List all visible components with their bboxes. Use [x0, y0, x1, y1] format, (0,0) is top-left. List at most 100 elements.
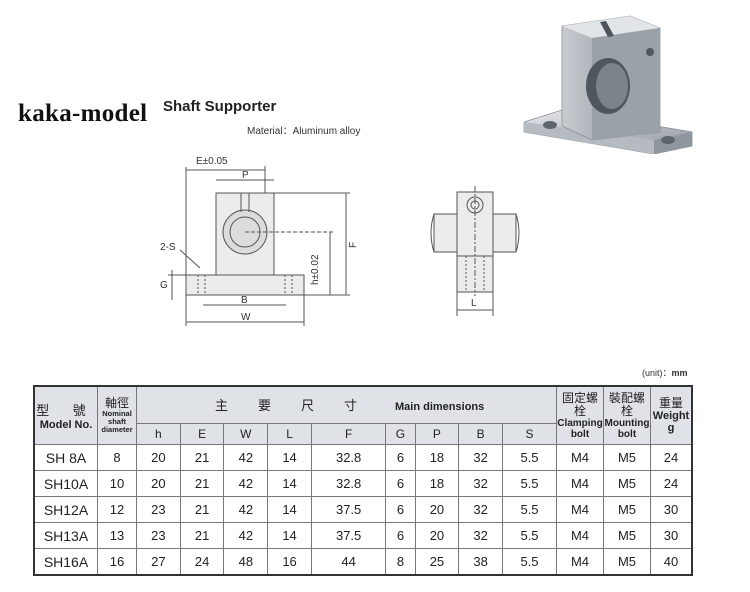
cell-clamp: M4	[556, 548, 604, 576]
cell-s: 5.5	[502, 548, 557, 576]
cell-clamp: M4	[556, 470, 604, 497]
cell-h: 27	[136, 548, 181, 576]
label-p: P	[242, 170, 249, 181]
label-h-tolerance: h±0.02	[310, 254, 321, 285]
cell-weight: 24	[650, 444, 693, 471]
cell-model: SH16A	[33, 548, 98, 576]
cell-g: 6	[385, 444, 416, 471]
product-title: Shaft Supporter	[163, 98, 277, 115]
cell-g: 6	[385, 522, 416, 549]
cell-p: 25	[414, 548, 460, 576]
product-photo	[523, 15, 693, 154]
header-dim-g: G	[385, 423, 416, 445]
cell-mount: M5	[603, 470, 651, 497]
cell-g: 6	[385, 470, 416, 497]
header-shaft-diameter: 軸徑 Nominal shaft diameter	[97, 385, 137, 445]
cell-b: 38	[458, 548, 504, 576]
cell-weight: 40	[650, 548, 693, 576]
cell-w: 42	[223, 522, 269, 549]
label-w: W	[241, 312, 251, 323]
cell-d: 10	[97, 470, 137, 497]
cell-b: 32	[458, 496, 504, 523]
cell-w: 42	[223, 444, 269, 471]
cell-e: 21	[179, 470, 225, 497]
header-dim-p: P	[414, 423, 460, 445]
cell-mount: M5	[603, 444, 651, 471]
cell-h: 23	[136, 496, 181, 523]
cell-f: 37.5	[310, 522, 387, 549]
cell-g: 6	[385, 496, 416, 523]
cell-w: 42	[223, 470, 269, 497]
brand-name: kaka-model	[18, 100, 148, 127]
cell-e: 21	[179, 496, 225, 523]
label-g: G	[160, 280, 168, 291]
cell-d: 13	[97, 522, 137, 549]
cell-f: 37.5	[310, 496, 387, 523]
cell-w: 42	[223, 496, 269, 523]
cell-e: 21	[179, 522, 225, 549]
spec-table: 型 號 Model No. 軸徑 Nominal shaft diameter …	[33, 385, 693, 576]
cell-h: 20	[136, 470, 181, 497]
cell-g: 8	[385, 548, 416, 576]
cell-w: 48	[223, 548, 269, 576]
cell-b: 32	[458, 444, 504, 471]
label-l: L	[471, 298, 477, 309]
cell-model: SH 8A	[33, 444, 98, 471]
cell-weight: 30	[650, 522, 693, 549]
cell-d: 16	[97, 548, 137, 576]
cell-h: 23	[136, 522, 181, 549]
header-dim-b: B	[458, 423, 504, 445]
header-dim-l: L	[267, 423, 312, 445]
cell-d: 12	[97, 496, 137, 523]
cell-s: 5.5	[502, 522, 557, 549]
cell-d: 8	[97, 444, 137, 471]
cell-p: 20	[414, 496, 460, 523]
cell-model: SH13A	[33, 522, 98, 549]
cell-clamp: M4	[556, 444, 604, 471]
cell-mount: M5	[603, 496, 651, 523]
cell-e: 24	[179, 548, 225, 576]
cell-b: 32	[458, 522, 504, 549]
label-e-tolerance: E±0.05	[196, 156, 228, 167]
cell-model: SH10A	[33, 470, 98, 497]
cell-model: SH12A	[33, 496, 98, 523]
cell-s: 5.5	[502, 444, 557, 471]
cell-s: 5.5	[502, 496, 557, 523]
header-dim-w: W	[223, 423, 269, 445]
cell-l: 14	[267, 496, 312, 523]
cell-s: 5.5	[502, 470, 557, 497]
cell-mount: M5	[603, 548, 651, 576]
cell-mount: M5	[603, 522, 651, 549]
cell-p: 20	[414, 522, 460, 549]
label-2s: 2-S	[160, 242, 176, 253]
cell-e: 21	[179, 444, 225, 471]
header-mounting-bolt: 裝配螺栓 Mounting bolt	[603, 385, 651, 445]
header-model: 型 號 Model No.	[33, 385, 98, 445]
header-weight: 重量 Weight g	[650, 385, 693, 445]
material-note: Material：Aluminum alloy	[247, 126, 361, 137]
cell-p: 18	[414, 444, 460, 471]
technical-drawing: E±0.05 P 2-S G B W h±0.02 F L	[160, 156, 520, 326]
header-dim-e: E	[179, 423, 225, 445]
cell-clamp: M4	[556, 496, 604, 523]
label-b: B	[241, 295, 248, 306]
cell-f: 32.8	[310, 470, 387, 497]
header-dim-s: S	[502, 423, 557, 445]
cell-h: 20	[136, 444, 181, 471]
cell-f: 32.8	[310, 444, 387, 471]
cell-l: 16	[267, 548, 312, 576]
cell-l: 14	[267, 444, 312, 471]
label-f: F	[348, 242, 359, 248]
header-dim-h: h	[136, 423, 181, 445]
cell-weight: 30	[650, 496, 693, 523]
cell-f: 44	[310, 548, 387, 576]
cell-l: 14	[267, 522, 312, 549]
cell-weight: 24	[650, 470, 693, 497]
cell-clamp: M4	[556, 522, 604, 549]
